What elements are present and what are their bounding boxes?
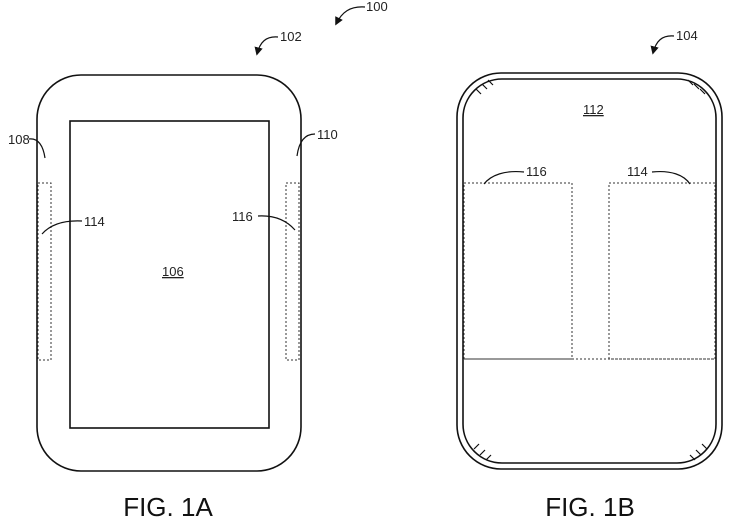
ref-116-leader-rear	[483, 170, 525, 185]
ref-112-label: 112	[583, 102, 604, 117]
device-housing-rear-outer	[456, 72, 723, 470]
ref-114-label-front: 114	[84, 214, 105, 229]
caption-fig-1a: FIG. 1A	[123, 492, 213, 522]
edge-hatching	[473, 79, 708, 461]
ref-116-label-front: 116	[232, 209, 253, 224]
device-housing-rear-inner	[462, 78, 717, 464]
caption-fig-1b: FIG. 1B	[545, 492, 635, 522]
fig-1a: 102 106 108 110 114 116	[8, 29, 338, 472]
ref-114-leader-rear	[651, 170, 691, 185]
ref-100-group: 100	[335, 0, 388, 26]
ref-108-leader	[28, 138, 46, 159]
rear-region-116	[463, 182, 573, 360]
ref-100-label: 100	[366, 0, 388, 14]
rear-region-114	[608, 182, 716, 360]
ref-104-label: 104	[676, 28, 698, 43]
ref-116-label-rear: 116	[526, 164, 547, 179]
ref-114-label-rear: 114	[627, 164, 648, 179]
ref-102-label: 102	[280, 29, 302, 44]
ref-108-label: 108	[8, 132, 30, 147]
ref-106-label: 106	[162, 264, 184, 279]
fig-1b: 104 112 116 114	[456, 28, 723, 470]
side-region-116-front	[285, 182, 300, 361]
ref-102-arrow	[254, 36, 279, 56]
side-region-114-front	[37, 182, 52, 361]
ref-110-leader	[296, 133, 316, 157]
ref-104-arrow	[650, 35, 675, 55]
device-housing-front	[36, 74, 302, 472]
ref-110-label: 110	[317, 127, 338, 142]
ref-100-arrow	[335, 6, 366, 26]
ref-116-leader-front	[257, 215, 296, 231]
ref-114-leader-front	[41, 220, 83, 235]
display-106	[69, 120, 270, 429]
